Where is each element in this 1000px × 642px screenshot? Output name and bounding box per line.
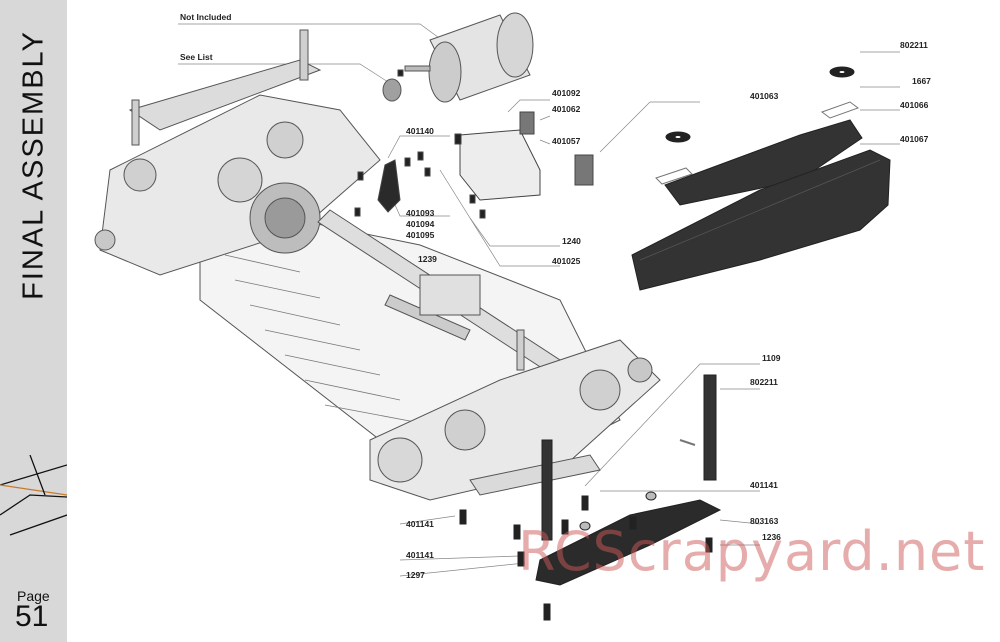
label-401141-left-2: 401141	[406, 550, 434, 560]
sidebar: FINAL ASSEMBLY Page 51	[0, 0, 67, 642]
label-401025: 401025	[552, 256, 581, 266]
label-see-list: See List	[180, 52, 213, 62]
label-803163: 803163	[750, 516, 779, 526]
front-bumper-parts	[631, 66, 891, 291]
section-title: FINAL ASSEMBLY	[17, 30, 50, 300]
label-1109: 1109	[762, 353, 781, 363]
label-1297: 1297	[406, 570, 425, 580]
rear-bumper-parts	[459, 374, 722, 621]
label-401095: 401095	[406, 230, 435, 240]
label-1240: 1240	[562, 236, 581, 246]
watermark: RCScrapyard.net	[518, 520, 986, 583]
label-401057: 401057	[552, 136, 581, 146]
label-401062: 401062	[552, 104, 581, 114]
front-assembly	[94, 29, 381, 276]
label-1236: 1236	[762, 532, 781, 542]
label-401141-left-1: 401141	[406, 519, 434, 529]
label-802211-mid: 802211	[750, 377, 778, 387]
label-401092: 401092	[552, 88, 581, 98]
label-1239: 1239	[418, 254, 437, 264]
label-401141-right: 401141	[750, 480, 778, 490]
page-number: 51	[15, 600, 49, 633]
rear-assembly	[369, 329, 661, 501]
label-401063: 401063	[750, 91, 779, 101]
label-802211-top: 802211	[900, 40, 928, 50]
label-401067: 401067	[900, 134, 929, 144]
center-shaft	[317, 209, 561, 373]
motor	[382, 12, 534, 103]
label-1667: 1667	[912, 76, 931, 86]
label-401066: 401066	[900, 100, 929, 110]
servo-assembly	[354, 69, 594, 219]
exploded-assembly-diagram	[94, 12, 900, 621]
label-401093: 401093	[406, 208, 435, 218]
decorative-stripes	[0, 455, 67, 536]
label-401094: 401094	[406, 219, 435, 229]
label-not-included: Not Included	[180, 12, 232, 22]
page-label: Page	[17, 588, 50, 604]
label-401140: 401140	[406, 126, 434, 136]
